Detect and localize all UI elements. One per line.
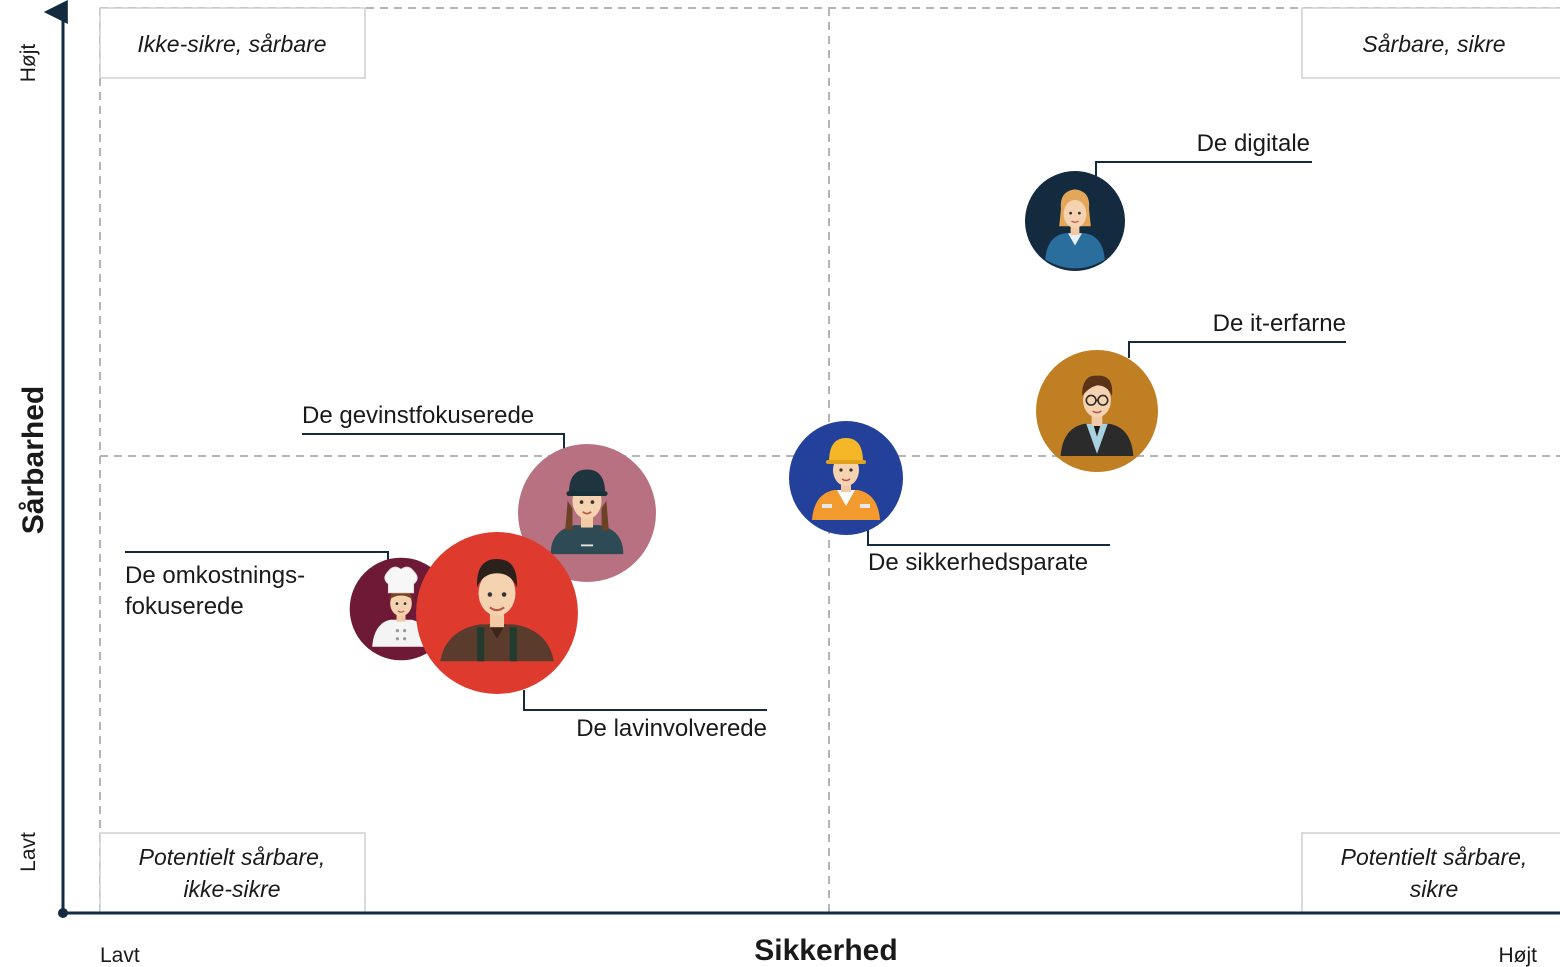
x-axis-title: Sikkerhed	[754, 934, 897, 967]
man-suspenders-avatar	[416, 532, 578, 694]
quadrant-text: Potentielt sårbare,	[1341, 844, 1528, 870]
callout-line	[1128, 341, 1346, 358]
segment-label: De lavinvolverede	[576, 715, 767, 742]
callout-line	[1095, 161, 1312, 176]
woman-office-avatar	[1025, 171, 1125, 271]
quadrant-label-top-left: Ikke-sikre, sårbare	[99, 7, 366, 79]
quadrant-text: ikke-sikre	[183, 876, 280, 902]
y-axis-high-label: Højt	[17, 44, 40, 83]
callout-line	[302, 433, 565, 450]
segment-label: De digitale	[1197, 130, 1310, 157]
segment-de-sikkerhedsparate: De sikkerhedsparate	[789, 421, 1110, 576]
quadrant-label-top-right: Sårbare, sikre	[1301, 7, 1560, 79]
segment-de-omkostningsfokuserede: De omkostnings- fokuserede	[125, 551, 453, 661]
quadrant-text: Potentielt sårbare,	[139, 844, 326, 870]
construction-worker-avatar	[789, 421, 903, 535]
quadrant-label-bottom-left: Potentielt sårbare, ikke-sikre	[99, 832, 366, 914]
segment-de-gevinstfokuserede: De gevinstfokuserede	[302, 402, 656, 582]
axes	[43, 0, 1560, 918]
woman-cap-avatar	[518, 444, 656, 582]
segment-label: De gevinstfokuserede	[302, 402, 534, 429]
callout-line	[867, 529, 1110, 546]
x-axis-high-label: Højt	[1499, 944, 1538, 967]
segment-markers: De digitale De it-erfarne	[125, 130, 1346, 742]
segment-de-it-erfarne: De it-erfarne	[1036, 310, 1346, 472]
segment-label: De sikkerhedsparate	[868, 549, 1088, 576]
quadrant-text: sikre	[1410, 876, 1459, 902]
segment-label: fokuserede	[125, 593, 244, 620]
axis-origin-dot	[58, 908, 68, 918]
segment-de-digitale: De digitale	[1025, 130, 1312, 271]
callout-line	[125, 551, 389, 562]
x-axis-low-label: Lavt	[100, 944, 140, 967]
segment-label: De omkostnings-	[125, 562, 305, 589]
segment-label: De it-erfarne	[1213, 310, 1346, 337]
quadrant-label-bottom-right: Potentielt sårbare, sikre	[1301, 832, 1560, 914]
quadrant-text: Ikke-sikre, sårbare	[137, 31, 326, 57]
y-axis-low-label: Lavt	[17, 832, 40, 872]
man-glasses-vest-avatar	[1036, 350, 1158, 472]
quadrant-text: Sårbare, sikre	[1362, 31, 1505, 57]
y-axis-title: Sårbarhed	[17, 386, 50, 534]
callout-line	[523, 690, 767, 711]
segment-de-lavinvolverede: De lavinvolverede	[416, 532, 767, 742]
